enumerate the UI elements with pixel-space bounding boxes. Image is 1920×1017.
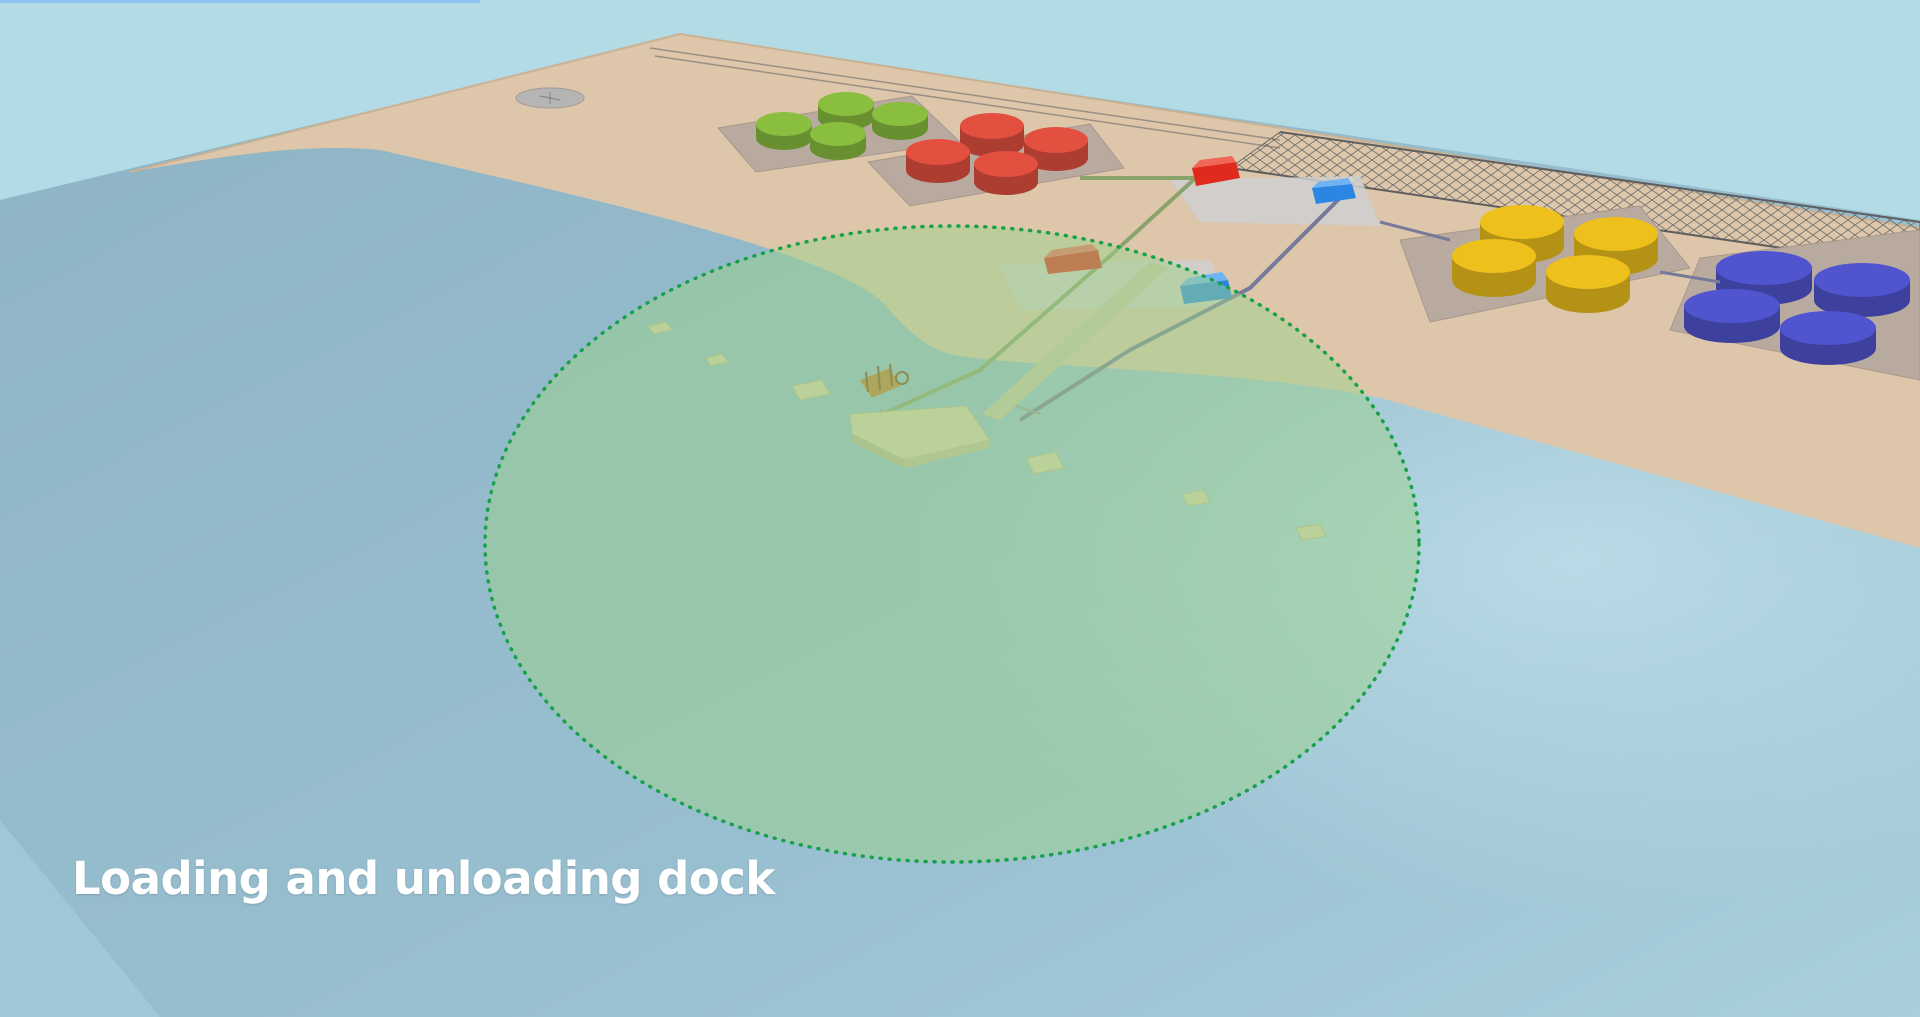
- storage-tank-icon: [810, 122, 866, 160]
- storage-tank-icon: [1780, 311, 1876, 365]
- storage-tank-icon: [1024, 127, 1088, 171]
- slide-caption: Loading and unloading dock: [72, 852, 775, 905]
- storage-tank-icon: [1546, 255, 1630, 313]
- storage-tank-icon: [872, 102, 928, 140]
- storage-tank-icon: [1684, 289, 1780, 343]
- storage-tank-icon: [756, 112, 812, 150]
- storage-tank-icon: [974, 151, 1038, 195]
- storage-tank-icon: [1814, 263, 1910, 317]
- storage-tank-icon: [906, 139, 970, 183]
- sea-edge: [0, 820, 160, 1017]
- storage-tank-icon: [960, 113, 1024, 157]
- dock-highlight-zone: [483, 224, 1421, 864]
- progress-strip: [0, 0, 480, 3]
- storage-tank-icon: [1452, 239, 1536, 297]
